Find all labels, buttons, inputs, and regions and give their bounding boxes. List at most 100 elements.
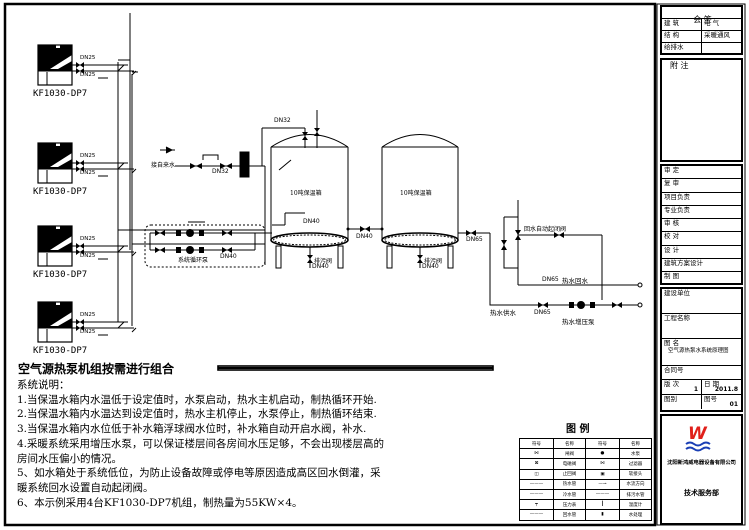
countersign-cell: 电 气 [704, 19, 720, 27]
title-frame [656, 3, 746, 526]
countersign-cell: 给排水 [662, 43, 702, 53]
legend-name: 回水管 [553, 509, 586, 521]
unit-model-label: KF1030-DP7 [33, 187, 88, 197]
approvals-block: 审 定 复 审 项目负责 专业负责 审 核 校 对 设 计 建筑方案设计 制 图 [660, 164, 743, 285]
note-line: 2.当保温水箱内水温达到设定值时，热水主机停止，水泵停止，制热循环结束. [17, 408, 377, 421]
check-valve-icon: ◫ [519, 468, 554, 480]
project-label: 工程名称 [664, 314, 690, 322]
return-piping [503, 200, 640, 300]
note-line: 4.采暖系统采用增压水泵，可以保证楼层间各房间水压足够，不会出现楼层高的 [17, 437, 385, 450]
legend-table: 符号 名称 符号 名称 ⋈闸阀●水泵 ⊠电磁阀⋈过滤器 ◫止回阀▣软接头 ———… [519, 437, 652, 521]
tank-1-label: 10吨保温箱 [290, 190, 322, 197]
company-block: 沈阳新鸿威电器设备有限公司 技术服务部 [660, 414, 743, 525]
tank-1-drain-label: 排污阀 [314, 258, 333, 265]
page-heading: 空气源热泵机组按需进行组合 [18, 362, 175, 376]
legend-name: 冷水管 [553, 488, 586, 501]
flow-direction-icon: —⇀ [585, 478, 620, 490]
countersign-block: 会 签 建 筑 电 气 结 构 采暖通风 给排水 [660, 5, 743, 55]
legend-name: 止回阀 [553, 468, 586, 480]
unit-pipe-top-label: DN25 [80, 55, 96, 61]
makeup-water-label: 接自来水 [151, 162, 176, 169]
gate-valve-icon: ⋈ [519, 448, 554, 460]
drawing-name: 空气源热泵水系统原理图 [668, 348, 729, 354]
pump-icon [577, 301, 585, 309]
client-label: 建设单位 [664, 289, 690, 297]
flex-joint-icon: ▣ [585, 468, 620, 480]
drawing-no-label: 图别 [664, 395, 677, 403]
pressure-gauge-icon: ┯ [519, 499, 554, 511]
circulation-pipes [149, 221, 272, 251]
countersign-cell: 建 筑 [662, 19, 702, 30]
circulation-pump-group [144, 224, 266, 268]
version-value: 1 [693, 386, 698, 393]
tank-2-drain-label: 排污阀 [424, 258, 443, 265]
countersign-cell: 结 构 [662, 31, 702, 42]
countersign-cell [702, 43, 741, 53]
unit-pipe-bottom-label: DN25 [80, 329, 96, 335]
return-valves [501, 230, 643, 308]
legend-name: 排污水管 [619, 488, 652, 501]
water-treatment-icon: ▮ [585, 509, 620, 521]
approval-label: 项目负责 [664, 192, 690, 201]
unit-model-label: KF1030-DP7 [33, 270, 88, 280]
sheet-no-label: 图号 [704, 395, 717, 403]
makeup-pipe-label: DN32 [212, 168, 229, 175]
sheet-no-value: 01 [729, 401, 738, 408]
link-pipe-label: DN40 [356, 233, 373, 240]
drain-pipe-icon: ——— [585, 488, 620, 501]
legend-name: 水流方向 [619, 478, 652, 490]
tank-2 [381, 134, 459, 269]
note-line: 1.当保温水箱内水温低于设定值时，水泵启动，热水主机启动，制热循环开始. [17, 393, 377, 406]
approval-label: 制 图 [664, 272, 680, 281]
unit-pipe-top-label: DN25 [80, 312, 96, 318]
approval-label: 专业负责 [664, 205, 690, 214]
approval-label: 复 审 [664, 179, 680, 188]
note-line: 3.当保温水箱内水位低于补水箱浮球阀水位时，补水箱自动开启水阀，补水. [17, 423, 367, 436]
legend-header: 符号 [519, 437, 554, 450]
riser-pipes [117, 13, 265, 326]
countersign-cell: 采暖通风 [704, 31, 730, 39]
legend-title: 图 例 [566, 424, 590, 435]
legend-name: 水处理 [619, 509, 652, 521]
solenoid-valve-icon: ⊠ [519, 458, 554, 470]
tank-1-drain-pipe: DN40 [312, 263, 329, 270]
note-line: 5、如水箱处于系统低位，为防止设备故障或停电等原因造成高区回水倒灌，采 [17, 467, 381, 480]
thermometer-icon: ┃ [585, 499, 620, 511]
tank-2-drain-pipe: DN40 [422, 263, 439, 270]
pump-icon [186, 246, 194, 254]
filter-icon: ⋈ [585, 458, 620, 470]
date-value: 2011.8 [714, 386, 738, 393]
unit-pipe-bottom-label: DN25 [80, 170, 96, 176]
cold-water-pipe-icon: ——— [519, 488, 554, 501]
date-label: 日 期 [704, 380, 720, 388]
unit-pipe-bottom-label: DN25 [80, 72, 96, 78]
legend-header: 符号 [585, 437, 620, 450]
legend-name: 压力表 [553, 499, 586, 511]
company-logo: W [685, 424, 711, 452]
approval-label: 校 对 [664, 232, 680, 241]
drawing-frame [3, 2, 657, 527]
tank-2-label: 10吨保温箱 [400, 190, 432, 197]
remarks-block: 附 注 [660, 58, 743, 162]
approval-label: 设 计 [664, 245, 680, 254]
project-info-block: 建设单位 工程名称 图 名 空气源热泵水系统原理图 合同号 版 次 1 日 期 … [660, 287, 743, 412]
unit-pipe-top-label: DN25 [80, 153, 96, 159]
heat-pump-unit-icon [37, 301, 137, 343]
outlet-pipe-label: DN65 [466, 236, 483, 243]
supply-pipe-label: DN65 [534, 309, 551, 316]
booster-pump [538, 301, 622, 309]
circulation-pipe-label: DN40 [220, 253, 237, 260]
version-label: 版 次 [664, 380, 680, 388]
drawing-label: 图 名 [664, 339, 680, 347]
remarks-label: 附 注 [670, 61, 689, 70]
legend-header: 名称 [619, 437, 652, 450]
unit-model-label: KF1030-DP7 [33, 89, 88, 99]
legend-name: 热水管 [553, 478, 586, 490]
legend-name: 电磁阀 [553, 458, 586, 470]
legend-name: 水泵 [619, 448, 652, 460]
contract-label: 合同号 [664, 366, 684, 374]
note-line: 6、本示例采用4台KF1030-DP7机组，制热量为55KW×4。 [17, 496, 303, 509]
legend-name: 软接头 [619, 468, 652, 480]
makeup-valves [190, 163, 232, 169]
legend-name: 闸阀 [553, 448, 586, 460]
